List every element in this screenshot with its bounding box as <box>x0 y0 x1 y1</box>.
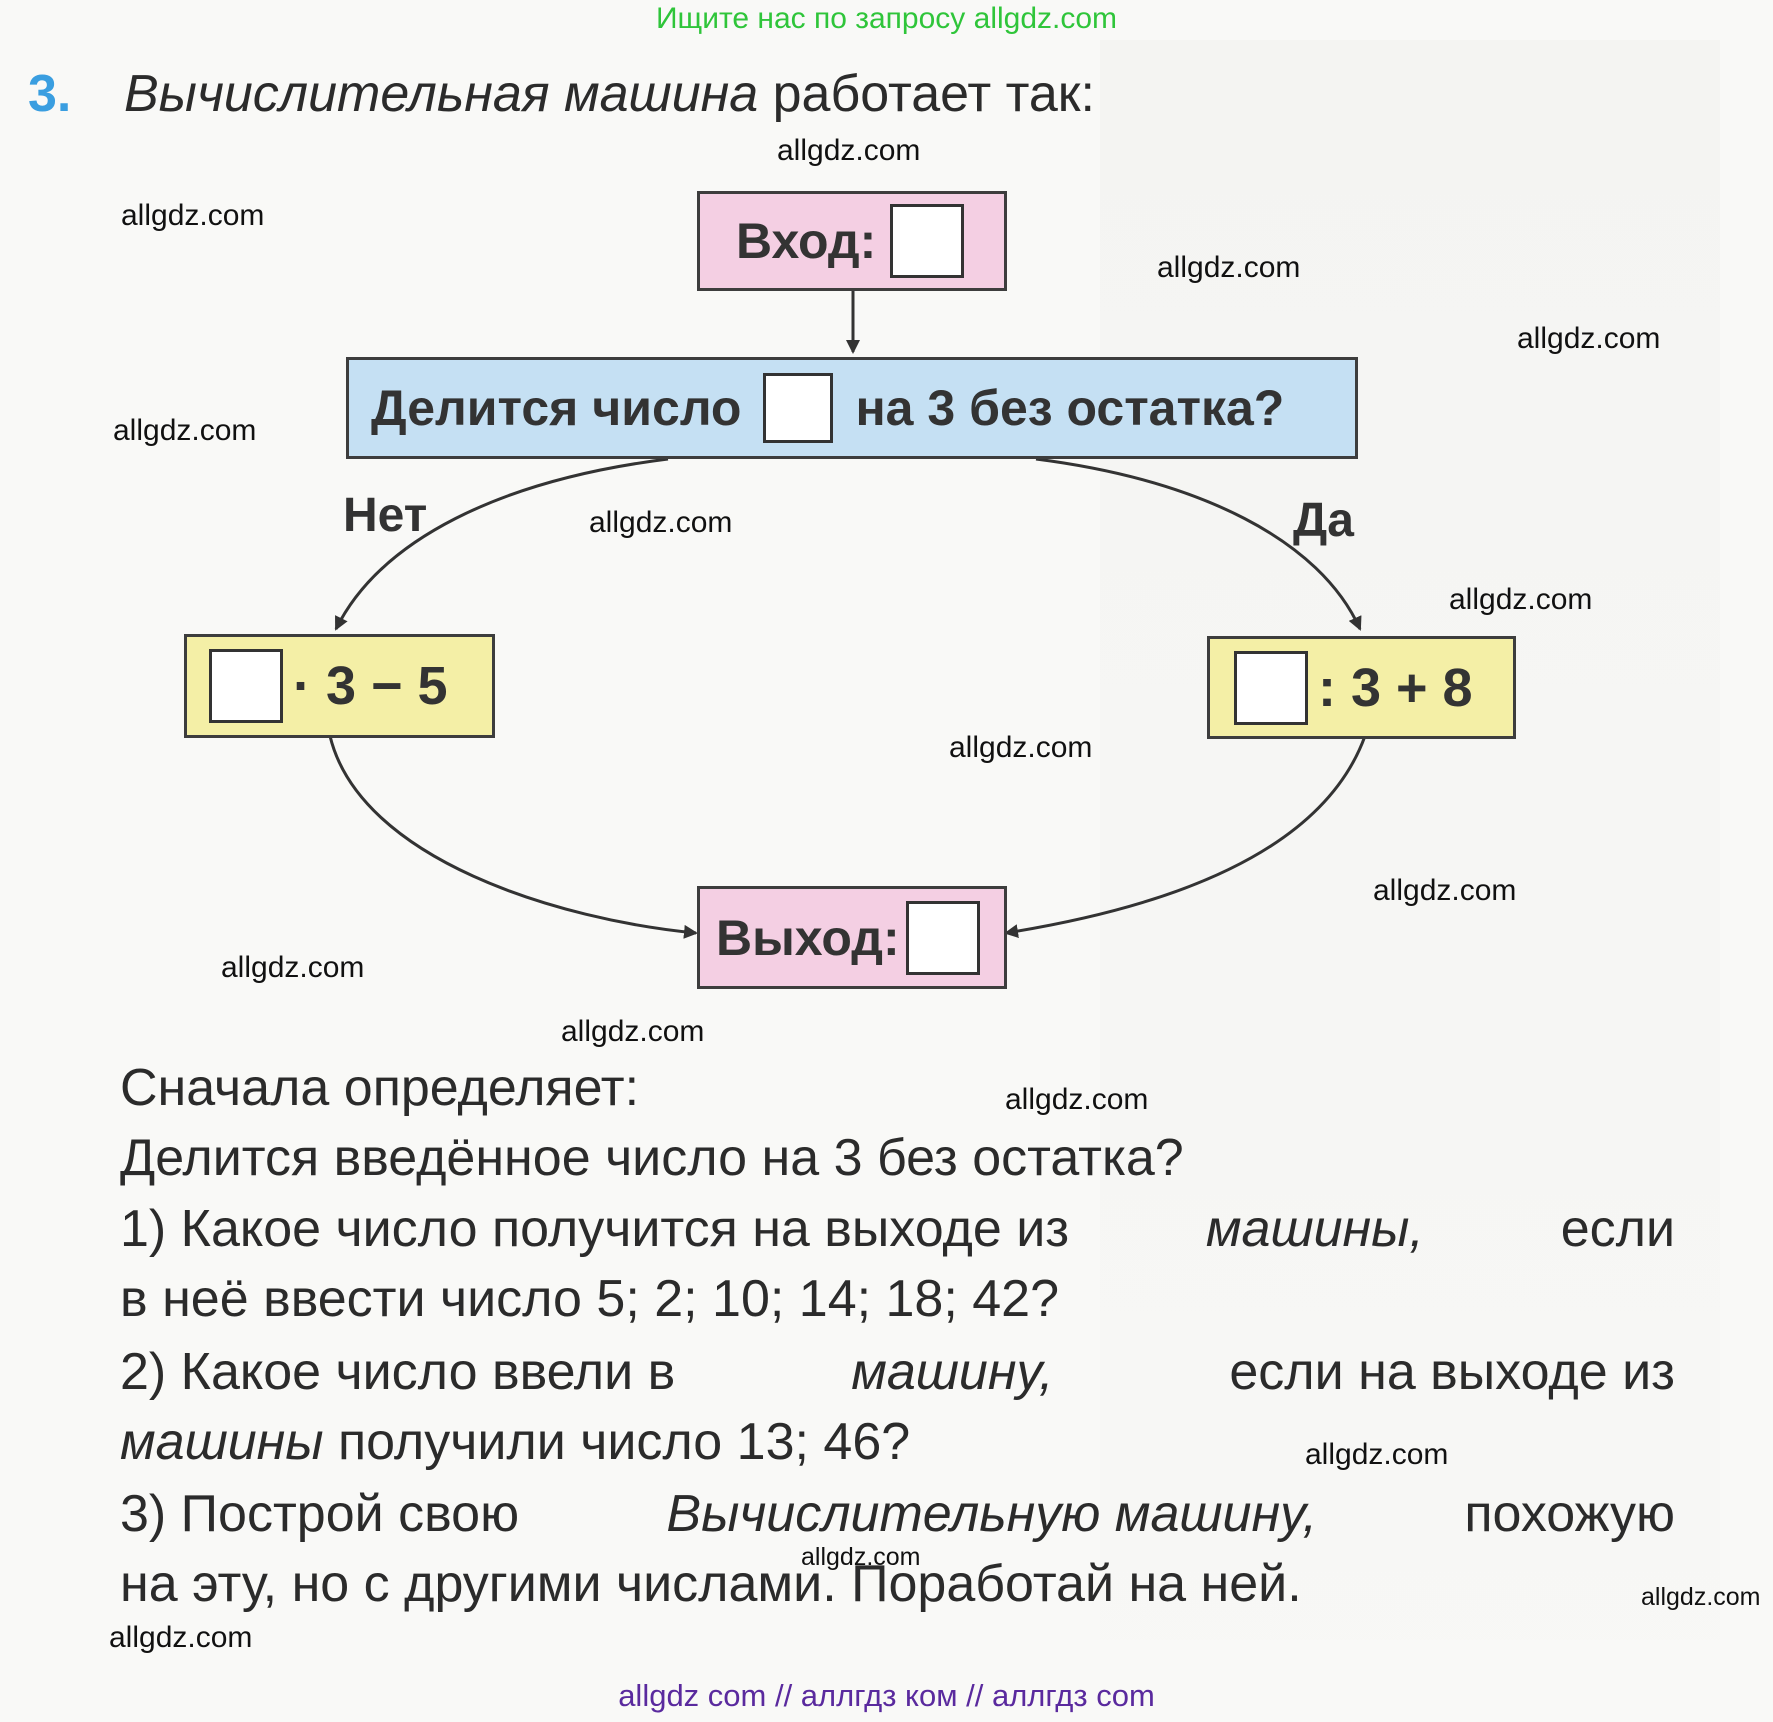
watermark: allgdz.com <box>1641 1583 1761 1611</box>
watermark: allgdz.com <box>1157 251 1301 284</box>
watermark: allgdz.com <box>121 199 265 232</box>
output-box: Выход: <box>697 886 1007 989</box>
task-1-italic: машины, <box>1205 1200 1424 1258</box>
input-box: Вход: <box>697 191 1007 291</box>
output-label: Выход: <box>716 909 900 966</box>
heading-italic: Вычислительная машина <box>124 65 759 123</box>
footer-links[interactable]: allgdz com // аллгдз ком // аллгдз com <box>618 1678 1155 1713</box>
task-1-text-b: если <box>1560 1200 1675 1258</box>
arrow-yes-branch <box>1035 457 1362 631</box>
arrow-yes-to-output <box>1004 735 1367 939</box>
arrow-no-branch <box>334 457 669 631</box>
task-3-line-2: на эту, но с другими числами. Поработай … <box>120 1555 1302 1613</box>
task-1-text-a: 1) Какое число получится на выходе из <box>120 1200 1070 1258</box>
watermark: allgdz.com <box>777 134 921 167</box>
watermark: allgdz.com <box>1373 874 1517 907</box>
yes-operation-box: : 3 + 8 <box>1207 636 1516 739</box>
bleed-through-background <box>1100 40 1720 1640</box>
task-3-text-a: 3) Построй свою <box>120 1485 520 1543</box>
arrow-no-to-output <box>328 735 698 939</box>
task-2-line-2: машины получили число 13; 46? <box>120 1412 910 1472</box>
task-2-text-b: если на выходе из <box>1229 1343 1675 1401</box>
watermark: allgdz.com <box>221 951 365 984</box>
yes-operation: : 3 + 8 <box>1318 657 1473 718</box>
question-right: на 3 без остатка? <box>855 380 1285 436</box>
watermark: allgdz.com <box>1005 1083 1149 1116</box>
input-slot <box>890 204 965 278</box>
question-line: Делится введённое число на 3 без остатка… <box>120 1129 1184 1187</box>
intro-line: Сначала определяет: <box>120 1059 640 1117</box>
task-2-italic: машину, <box>851 1343 1054 1401</box>
task-3-italic: Вычислительную машину, <box>666 1485 1318 1543</box>
no-label: Нет <box>343 489 428 542</box>
watermark: allgdz.com <box>1517 322 1661 355</box>
watermark: allgdz.com <box>949 731 1093 764</box>
output-slot <box>905 900 980 975</box>
input-label: Вход: <box>736 213 877 269</box>
watermark: allgdz.com <box>561 1015 705 1048</box>
watermark: allgdz.com <box>801 1543 921 1571</box>
watermark: allgdz.com <box>1449 583 1593 616</box>
watermark: allgdz.com <box>109 1621 253 1654</box>
task-1-line-1: 1) Какое число получится на выходе из ма… <box>120 1199 1675 1259</box>
watermark: allgdz.com <box>1305 1438 1449 1471</box>
task-3-line-1: 3) Построй свою Вычислительную машину, п… <box>120 1484 1675 1544</box>
question-box: Делится число на 3 без остатка? <box>346 357 1358 459</box>
no-operation: · 3 − 5 <box>293 656 448 716</box>
yes-label: Да <box>1293 494 1354 547</box>
heading-rest: работает так: <box>772 65 1095 123</box>
no-operation-box: · 3 − 5 <box>184 634 495 738</box>
question-slot <box>763 373 834 443</box>
task-number: 3. <box>28 65 72 123</box>
task-3-text-b: похожую <box>1464 1485 1675 1543</box>
yes-operation-slot <box>1234 650 1308 725</box>
task-heading: Вычислительная машина работает так: <box>124 64 1095 124</box>
task-2-text-c: получили число 13; 46? <box>337 1413 911 1471</box>
task-2-line-1: 2) Какое число ввели в машину, если на в… <box>120 1342 1675 1402</box>
task-2-italic-2: машины <box>120 1413 324 1471</box>
question-left: Делится число <box>371 380 742 436</box>
task-1-line-2: в неё ввести число 5; 2; 10; 14; 18; 42? <box>120 1270 1059 1328</box>
task-2-text-a: 2) Какое число ввели в <box>120 1343 676 1401</box>
top-banner-link[interactable]: Ищите нас по запросу allgdz.com <box>655 2 1118 35</box>
watermark: allgdz.com <box>589 506 733 539</box>
no-operation-slot <box>209 649 283 723</box>
watermark: allgdz.com <box>113 414 257 447</box>
